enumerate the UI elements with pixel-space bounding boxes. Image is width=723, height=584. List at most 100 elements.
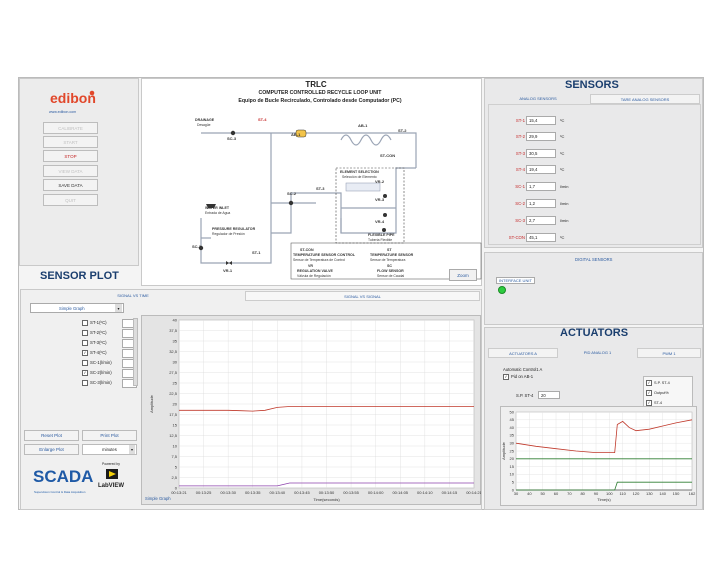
ab1-tag: AB-1 xyxy=(291,132,301,137)
series-line xyxy=(179,406,474,412)
x-tick-label: 130 xyxy=(646,491,653,496)
y-tick-label: 35 xyxy=(173,338,178,343)
pid-legend-item[interactable]: ✓Output% xyxy=(646,389,692,398)
print-plot-button[interactable]: Print Plot xyxy=(82,430,137,441)
y-tick-label: 10 xyxy=(173,443,178,448)
pid-legend-item[interactable]: ✓S.P. ST-4 xyxy=(646,379,692,388)
graph-mode-select[interactable]: Simple Graph ▾ xyxy=(30,303,124,313)
sensor-label: SC-3 xyxy=(515,218,525,223)
tab-signal-vs-time[interactable]: SIGNAL VS TIME xyxy=(23,291,243,301)
x-tick-label: 60 xyxy=(554,491,559,496)
menu-button-view-data[interactable]: VIEW DATA xyxy=(43,165,98,177)
pid-legend-item[interactable]: ✓ST-4 xyxy=(646,399,692,408)
flexible-pipe-label-es: Tubería Flexible xyxy=(368,238,393,242)
brand-url[interactable]: www.edibon.com xyxy=(49,110,77,114)
y-tick-label: 50 xyxy=(510,409,515,414)
sensor-label: SC-2 xyxy=(515,201,525,206)
y-tick-label: 35 xyxy=(510,433,515,438)
legend-stcon-desc: TEMPERATURE SENSOR CONTROL xyxy=(293,253,356,257)
digital-sensors-panel xyxy=(484,252,703,325)
menu-button-start[interactable]: START xyxy=(43,136,98,148)
x-tick-label: 00:14:21 xyxy=(466,490,481,495)
sp-input[interactable]: 20 xyxy=(538,391,560,399)
st4-tag: ST-4 xyxy=(258,117,267,122)
x-tick-label: 00:13:50 xyxy=(319,490,335,495)
legend-stcon-es: Sensor de Temperatura de Control xyxy=(293,258,345,262)
channel-row[interactable]: ST-1(ºC) xyxy=(82,318,137,328)
channel-row[interactable]: SC-3(l/min) xyxy=(82,378,137,388)
y-tick-label: 30 xyxy=(173,359,178,364)
labview-icon xyxy=(106,469,118,479)
legend-sc-es: Sensor de Caudal xyxy=(377,274,405,278)
tab-actuators-a[interactable]: ACTUATORS A xyxy=(488,348,558,358)
x-tick-label: 00:13:45 xyxy=(294,490,310,495)
sensor-unit: l/min xyxy=(560,184,569,189)
enlarge-plot-button[interactable]: Enlarge Plot xyxy=(24,444,79,455)
tab-pwm-1[interactable]: PWM 1 xyxy=(637,348,701,358)
tab-pid-analog-1[interactable]: PID ANALOG 1 xyxy=(560,348,635,358)
tab-analog-sensors[interactable]: ANALOG SENSORS xyxy=(488,94,588,104)
channel-row[interactable]: ST-2(ºC) xyxy=(82,328,137,338)
channel-checkbox[interactable] xyxy=(82,319,88,326)
menu-button-stop[interactable]: STOP xyxy=(43,150,98,162)
channel-checkbox[interactable] xyxy=(82,379,88,386)
y-tick-label: 32,5 xyxy=(169,349,178,354)
channel-label: SC-3(l/min) xyxy=(90,380,112,385)
sensor-label: ST-3 xyxy=(515,151,525,156)
channel-row[interactable]: ✓ST-4(ºC) xyxy=(82,348,137,358)
main-chart: 02,557,51012,51517,52022,52527,53032,535… xyxy=(149,317,481,502)
channel-label: ST-1(ºC) xyxy=(90,320,107,325)
legend-sc-desc: FLOW SENSOR xyxy=(377,269,404,273)
pid-on-checkbox[interactable]: ✓Pid on AB-1 xyxy=(503,374,533,380)
sensor-label: ST-2 xyxy=(515,134,525,139)
y-tick-label: 20 xyxy=(173,401,178,406)
pid-on-checkbox-box[interactable]: ✓ xyxy=(503,374,509,380)
channel-row[interactable]: SC-1(l/min) xyxy=(82,358,137,368)
x-tick-label: 90 xyxy=(594,491,599,496)
x-tick-label: 00:13:30 xyxy=(220,490,236,495)
sensor-value: 1,7 xyxy=(526,182,556,191)
channel-scrollbar[interactable] xyxy=(133,318,138,386)
menu-button-save-data[interactable]: SAVE DATA xyxy=(43,179,98,191)
stcon-tag: ST-CON xyxy=(380,153,396,158)
pid-legend-checkbox[interactable]: ✓ xyxy=(646,400,652,406)
tab-signal-vs-signal[interactable]: SIGNAL VS SIGNAL xyxy=(245,291,480,301)
x-tick-label: 40 xyxy=(527,491,532,496)
pressure-regulator-label-es: Regulador de Presión xyxy=(212,232,245,236)
vr1-tag: VR-1 xyxy=(223,268,233,273)
y-tick-label: 5 xyxy=(175,464,178,469)
units-value: minutes xyxy=(102,447,117,452)
legend-stcon: ST-CON xyxy=(300,248,314,252)
x-tick-label: 00:13:55 xyxy=(343,490,359,495)
channel-row[interactable]: ✓SC-2(l/min) xyxy=(82,368,137,378)
series-line xyxy=(515,419,693,453)
menu-button-quit[interactable]: QUIT xyxy=(43,194,98,206)
actuators-title: ACTUATORS xyxy=(560,327,629,339)
channel-row[interactable]: ST-3(ºC) xyxy=(82,338,137,348)
channel-checkbox[interactable] xyxy=(82,339,88,346)
menu-button-calibrate[interactable]: CALIBRATE xyxy=(43,122,98,134)
reset-plot-button[interactable]: Reset Plot xyxy=(24,430,79,441)
legend-sc: SC xyxy=(387,264,392,268)
channel-checkbox[interactable] xyxy=(82,359,88,366)
channel-checkbox[interactable]: ✓ xyxy=(82,349,88,356)
x-tick-label: 00:14:15 xyxy=(442,490,458,495)
x-tick-label: 50 xyxy=(540,491,545,496)
y-tick-label: 10 xyxy=(510,472,515,477)
y-tick-label: 0 xyxy=(175,485,178,490)
units-select[interactable]: minutes ▾ xyxy=(82,444,137,455)
sensor-value: 19,4 xyxy=(526,165,556,174)
y-tick-label: 37,5 xyxy=(169,328,178,333)
x-axis-label: Time(s) xyxy=(597,497,611,502)
tab-tare-analog-sensors[interactable]: TARE ANALOG SENSORS xyxy=(590,94,700,104)
sensor-label: ST-4 xyxy=(515,167,525,172)
pid-legend-checkbox[interactable]: ✓ xyxy=(646,380,652,386)
channel-checkbox[interactable]: ✓ xyxy=(82,369,88,376)
channel-checkbox[interactable] xyxy=(82,329,88,336)
sensor-unit: ºC xyxy=(560,118,565,123)
zoom-button[interactable]: Zoom xyxy=(449,269,477,281)
sensor-unit: ºC xyxy=(560,151,565,156)
pid-legend-checkbox[interactable]: ✓ xyxy=(646,390,652,396)
footer-graph-label: Simple Graph xyxy=(145,496,171,501)
